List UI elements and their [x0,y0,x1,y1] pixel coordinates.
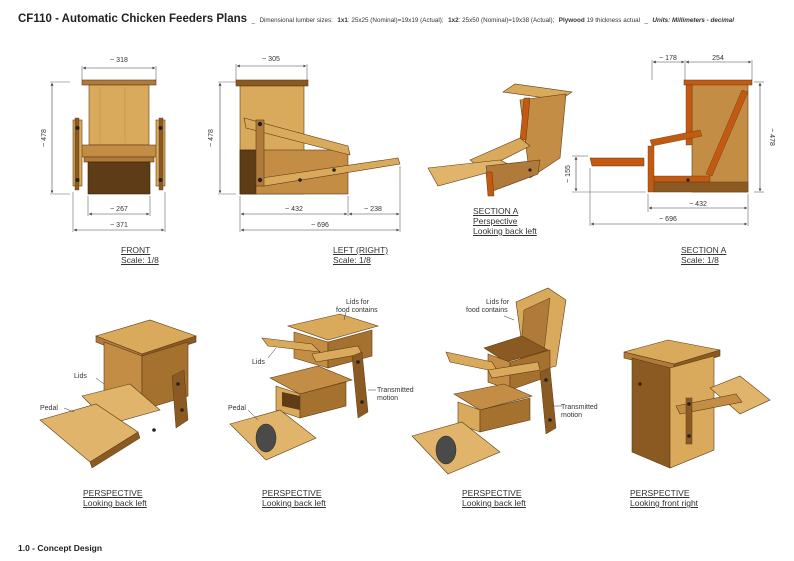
left-dim-height: ~ 478 [208,129,215,147]
section-caption-scale: Scale: 1/8 [681,255,719,265]
front-dim-height: ~ 478 [41,129,48,147]
plywood-value: 19 thickness actual [586,17,640,24]
persp2-motion-line2: motion [377,395,398,402]
section-persp-caption-title: SECTION A [473,206,519,216]
persp4-caption-line2: Looking front right [630,498,699,508]
section-dim-top-right: 254 [712,55,724,62]
section-dim-height: ~ 478 [768,128,775,146]
perspective-1-drawing: Lids Pedal [39,319,197,469]
section-persp-caption-line3: Looking back left [473,226,537,236]
persp2-caption: PERSPECTIVE Looking back left [262,488,326,508]
persp4-caption: PERSPECTIVE Looking front right [630,488,698,508]
left-dim-body-length: ~ 432 [285,206,303,213]
persp1-caption: PERSPECTIVE Looking back left [83,488,147,508]
section-dim-overall-length: ~ 696 [659,216,677,223]
section-caption: SECTION A Scale: 1/8 [681,245,726,265]
persp2-pedal-label: Pedal [228,405,246,412]
lumber-1x2-label: 1x2 [448,17,459,24]
left-view-drawing: ~ 305 ~ 478 ~ 432 ~ 238 [208,56,401,232]
footer-label: 1.0 - Concept Design [18,543,103,553]
perspective-3-drawing: Lids for food contains Transmitted motio… [411,287,598,475]
perspective-4-drawing [623,339,771,469]
front-caption-scale: Scale: 1/8 [121,255,159,265]
lumber-1x1-value: : 25x25 (Nominal)=19x19 (Actual); [347,17,444,24]
persp1-pedal-label: Pedal [40,405,58,412]
left-caption-scale: Scale: 1/8 [333,255,371,265]
persp3-motion-line1: Transmitted [561,404,598,411]
front-caption: FRONT Scale: 1/8 [121,245,159,265]
section-persp-caption: SECTION A Perspective Looking back left [473,206,537,236]
persp1-lids-label: Lids [74,373,87,380]
persp3-lids-food-line2: food contains [466,307,508,314]
section-dim-body-length: ~ 432 [689,201,707,208]
left-dim-pedal-length: ~ 238 [364,206,382,213]
front-dim-overall-width: ~ 371 [110,222,128,229]
persp2-lids-label: Lids [252,359,265,366]
section-drawing: ~ 178 254 ~ 478 ~ 155 [565,55,775,226]
persp2-caption-line2: Looking back left [262,498,326,508]
persp1-caption-line2: Looking back left [83,498,147,508]
units-separator: _ [644,17,648,24]
front-view-drawing: ~ 318 ~ 478 ~ [41,57,166,232]
front-dim-top-width: ~ 318 [110,57,128,64]
left-dim-overall-length: ~ 696 [311,222,329,229]
sheet-title: CF110 - Automatic Chicken Feeders Plans [18,13,248,25]
left-caption: LEFT (RIGHT) Scale: 1/8 [333,245,388,265]
persp3-caption: PERSPECTIVE Looking back left [462,488,526,508]
persp3-caption-title: PERSPECTIVE [462,488,522,498]
left-dim-top-width: ~ 305 [262,56,280,63]
lumber-1x2-value: : 25x50 (Nominal)=19x38 (Actual); [458,17,555,24]
section-caption-title: SECTION A [681,245,727,255]
left-caption-title: LEFT (RIGHT) [333,245,389,255]
section-persp-caption-line2: Perspective [473,216,518,226]
persp2-lids-food-line1: Lids for [346,299,370,306]
lumber-prefix: Dimensional lumber sizes: [259,17,333,24]
title-separator: _ [251,17,255,24]
persp2-caption-title: PERSPECTIVE [262,488,322,498]
front-dim-base-width: ~ 267 [110,206,128,213]
sheet-header: CF110 - Automatic Chicken Feeders Plans … [18,9,788,27]
section-dim-pedal-height: ~ 155 [565,165,572,183]
front-caption-title: FRONT [121,245,151,255]
perspective-2-drawing: Lids for food contains Lids Pedal Transm… [228,299,414,461]
persp3-lids-food-line1: Lids for [486,299,510,306]
section-dim-top-left: ~ 178 [659,55,677,62]
lumber-1x1-label: 1x1 [337,17,348,24]
persp1-caption-title: PERSPECTIVE [83,488,143,498]
persp2-lids-food-line2: food contains [336,307,378,314]
persp2-motion-line1: Transmitted [377,387,414,394]
persp3-motion-line2: motion [561,412,582,419]
persp3-caption-line2: Looking back left [462,498,526,508]
persp4-caption-title: PERSPECTIVE [630,488,690,498]
section-perspective-drawing [427,83,573,197]
units-note: Units: Millimeters - decimal [652,17,734,24]
plywood-label: Plywood [558,17,585,24]
